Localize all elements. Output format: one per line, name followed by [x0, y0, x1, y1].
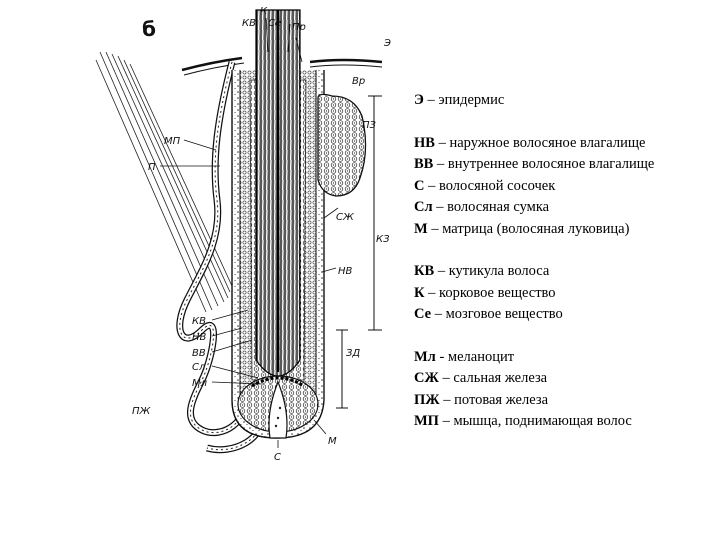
legend-item: Се – мозговое вещество — [414, 304, 714, 326]
legend-item: Сл – волосяная сумка — [414, 197, 714, 219]
legend-item: Э – эпидермис — [414, 90, 714, 112]
label-se: Се — [268, 18, 281, 29]
legend-group-glands: Мл - меланоцит СЖ – сальная железа ПЖ – … — [414, 347, 714, 433]
hair-follicle-diagram: б — [92, 0, 410, 488]
label-p: П — [148, 162, 156, 173]
label-pzh: ПЖ — [132, 406, 152, 417]
legend-item: Мл - меланоцит — [414, 347, 714, 369]
legend-item: НВ – наружное волосяное влагалище — [414, 133, 714, 155]
legend-item: СЖ – сальная железа — [414, 368, 714, 390]
legend-item: МП – мышца, поднимающая волос — [414, 411, 714, 433]
legend-item: К – корковое вещество — [414, 283, 714, 305]
label-zd: ЗД — [346, 348, 360, 359]
label-pz: ПЗ — [362, 120, 377, 131]
label-mp: МП — [164, 136, 181, 147]
label-vr: Вр — [352, 76, 365, 87]
panel-letter: б — [142, 17, 156, 41]
legend-item: КВ – кутикула волоса — [414, 261, 714, 283]
label-kv-top: КВ — [242, 18, 256, 29]
sebaceous-gland — [318, 94, 366, 196]
legend-item: ПЖ – потовая железа — [414, 390, 714, 412]
label-s: С — [274, 452, 281, 463]
label-kz: КЗ — [376, 234, 390, 245]
label-ml: Мл — [192, 378, 208, 389]
label-pr: Пр — [292, 22, 306, 33]
legend-group-hair: КВ – кутикула волоса К – корковое вещест… — [414, 261, 714, 326]
legend: Э – эпидермис НВ – наружное волосяное вл… — [414, 90, 714, 454]
label-k: К — [260, 6, 268, 17]
label-nv-left: НВ — [192, 332, 207, 343]
label-e: Э — [383, 38, 391, 49]
label-vv: ВВ — [192, 348, 206, 359]
label-nv: НВ — [338, 266, 353, 277]
legend-group-sheaths: НВ – наружное волосяное влагалище ВВ – в… — [414, 133, 714, 241]
hair-follicle-figure: б — [92, 0, 410, 488]
legend-item: С – волосяной сосочек — [414, 176, 714, 198]
legend-group-epidermis: Э – эпидермис — [414, 90, 714, 112]
label-kv: КВ — [192, 316, 206, 327]
label-szh: СЖ — [336, 212, 355, 223]
legend-item: М – матрица (волосяная луковица) — [414, 219, 714, 241]
label-sl: Сл — [192, 362, 206, 373]
arrector-pili-muscle — [96, 52, 232, 312]
legend-item: ВВ – внутреннее волосяное влагалище — [414, 154, 714, 176]
label-m: М — [328, 436, 337, 447]
